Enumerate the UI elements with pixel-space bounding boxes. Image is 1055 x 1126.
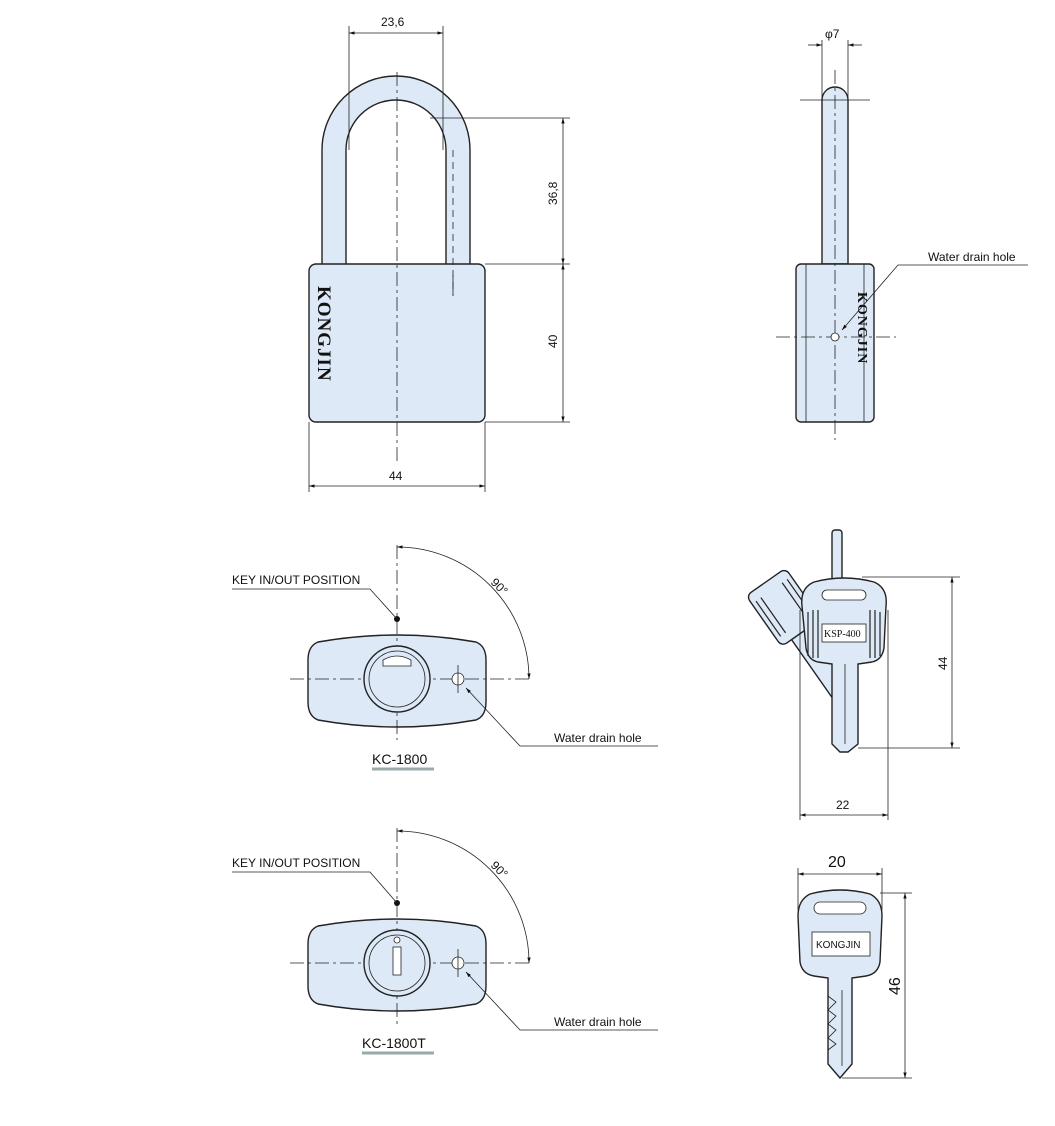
ksp-key-head — [801, 577, 887, 753]
dim-shackle-height: 36,8 — [546, 181, 560, 205]
brand-text: KONGJIN — [313, 286, 334, 382]
side-brand-text: KONGJIN — [854, 292, 869, 364]
ksp-width: 22 — [836, 798, 850, 812]
side-drain-hole — [830, 332, 840, 342]
top-view-kc1800: 90° KEY IN/OUT POSITION Water drain hole… — [232, 545, 658, 771]
top2-drain-label: Water drain hole — [554, 1015, 642, 1029]
ksp-stamp: KSP-400 — [824, 629, 861, 640]
kongjin-height: 46 — [887, 977, 904, 995]
top2-angle: 90° — [488, 858, 511, 881]
front-shackle — [321, 75, 471, 267]
top1-model: KC-1800 — [372, 751, 427, 767]
dim-shackle-diameter: φ7 — [825, 27, 840, 41]
top2-model: KC-1800T — [362, 1035, 426, 1051]
side-view: KONGJIN φ7 Water drain hole — [776, 27, 1028, 440]
kongjin-stamp: KONGJIN — [816, 940, 860, 951]
side-drain-label: Water drain hole — [928, 250, 1016, 264]
kongjin-width: 20 — [828, 854, 846, 871]
top1-key-position-label: KEY IN/OUT POSITION — [232, 573, 360, 587]
top-view-kc1800t: 90° KEY IN/OUT POSITION Water drain hole… — [232, 828, 658, 1055]
top1-drain-label: Water drain hole — [554, 731, 642, 745]
key-kongjin: KONGJIN 20 46 — [797, 854, 912, 1080]
key-ksp-400: KSP-400 44 22 — [747, 529, 960, 820]
ksp-height: 44 — [936, 656, 950, 670]
top2-key-position-label: KEY IN/OUT POSITION — [232, 856, 360, 870]
dim-shackle-width: 23,6 — [381, 15, 405, 29]
front-view: KONGJIN 23,6 36,8 40 44 — [308, 15, 570, 492]
top1-angle: 90° — [488, 575, 511, 598]
dim-body-width: 44 — [389, 469, 403, 483]
dim-body-height: 40 — [546, 334, 560, 348]
kongjin-key-head — [797, 889, 883, 1080]
